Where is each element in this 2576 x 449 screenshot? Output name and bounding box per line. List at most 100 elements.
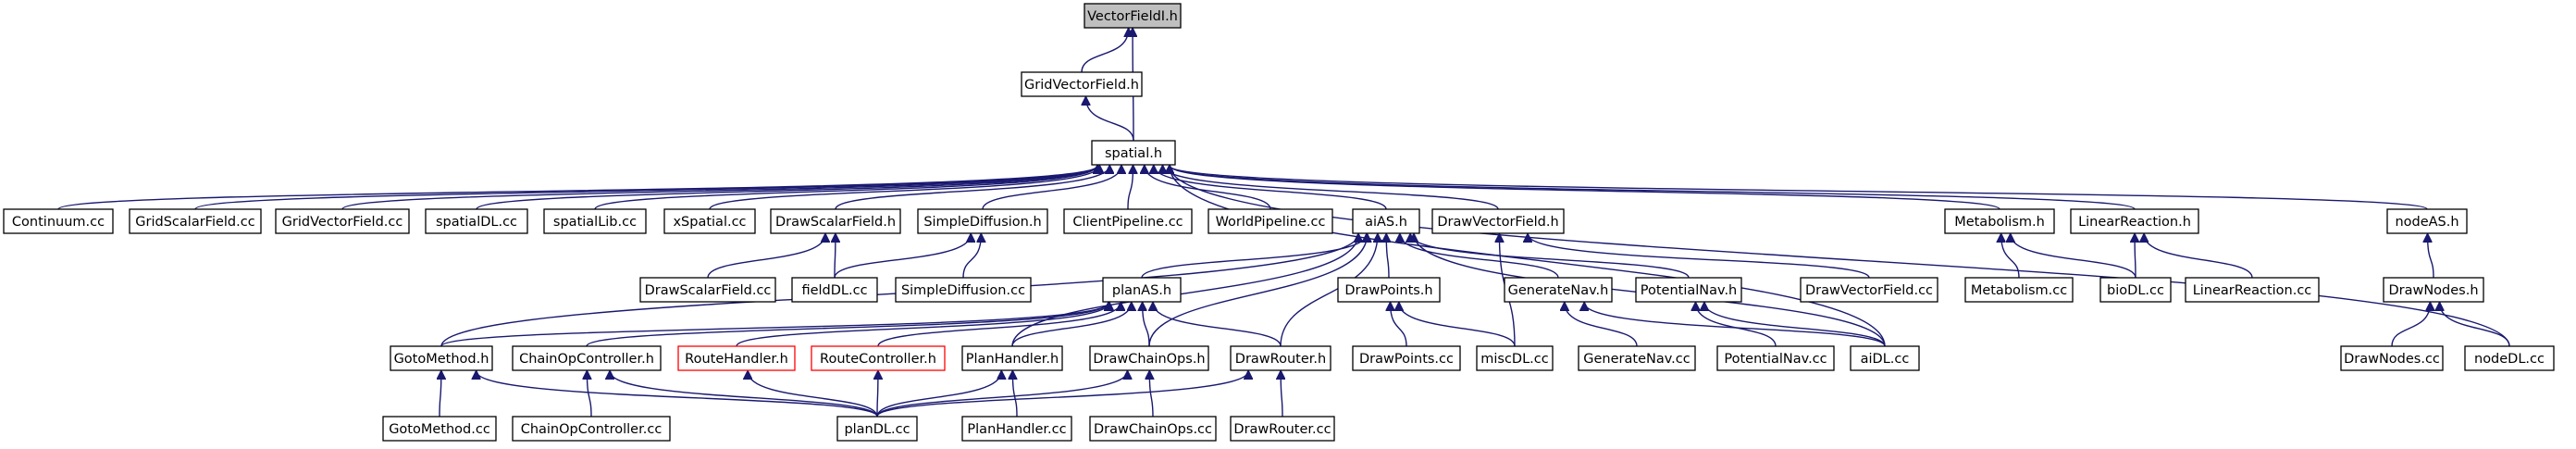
edge-plandl-cc-to-routehandler-h [748, 371, 878, 418]
node-plandl-cc[interactable]: planDL.cc [836, 416, 918, 442]
node-label: DrawChainOps.cc [1094, 422, 1212, 437]
node-label: aiDL.cc [1861, 352, 1910, 367]
node-spatiallib-cc[interactable]: spatialLib.cc [543, 208, 647, 234]
node-planhandler-cc[interactable]: PlanHandler.cc [961, 416, 1072, 442]
node-drawvectorfield-cc[interactable]: DrawVectorField.cc [1800, 277, 1938, 303]
edge-drawrouter-h-to-planas-h [1153, 303, 1282, 347]
node-label: Metabolism.h [1954, 215, 2045, 230]
node-box [2386, 208, 2468, 234]
edge-aias-h-to-spatial-h [1154, 166, 1387, 210]
node-simplediffusion-h[interactable]: SimpleDiffusion.h [917, 208, 1048, 234]
node-drawrouter-cc[interactable]: DrawRouter.cc [1230, 416, 1335, 442]
node-clientpipeline-cc[interactable]: ClientPipeline.cc [1063, 208, 1193, 234]
node-label: ChainOpController.h [519, 352, 654, 367]
node-box [2340, 345, 2444, 371]
node-box [1431, 208, 1565, 234]
node-box [543, 208, 647, 234]
node-box [275, 208, 410, 234]
node-box [425, 208, 528, 234]
node-drawnodes-cc[interactable]: DrawNodes.cc [2340, 345, 2444, 371]
node-label: DrawScalarField.h [775, 215, 896, 230]
node-generatenav-h[interactable]: GenerateNav.h [1504, 277, 1613, 303]
node-drawscalarfield-cc[interactable]: DrawScalarField.cc [639, 277, 776, 303]
edge-aidl-cc-to-spatial-h [1170, 166, 1886, 347]
node-routecontroller-h[interactable]: RouteController.h [811, 345, 946, 371]
node-drawnodes-h[interactable]: DrawNodes.h [2383, 277, 2484, 303]
node-box [2185, 277, 2320, 303]
node-metabolism-h[interactable]: Metabolism.h [1944, 208, 2055, 234]
node-nodeas-h[interactable]: nodeAS.h [2386, 208, 2468, 234]
node-chainopcontroller-h[interactable]: ChainOpController.h [512, 345, 662, 371]
edge-potentialnav-h-to-aias-h [1410, 234, 1690, 279]
edge-gridvectorfield-h-to-vectorfieldi-h [1081, 29, 1129, 73]
node-planhandler-h[interactable]: PlanHandler.h [961, 345, 1063, 371]
node-box [1063, 208, 1193, 234]
node-box [811, 345, 946, 371]
node-gridvectorfield-h[interactable]: GridVectorField.h [1021, 71, 1143, 97]
node-spatial-h[interactable]: spatial.h [1091, 140, 1176, 166]
node-label: xSpatial.cc [673, 215, 746, 230]
node-label: bioDL.cc [2107, 283, 2164, 298]
node-worldpipeline-cc[interactable]: WorldPipeline.cc [1208, 208, 1333, 234]
node-vectorfieldi-h[interactable]: VectorFieldI.h [1084, 3, 1182, 29]
node-miscdl-cc[interactable]: miscDL.cc [1476, 345, 1554, 371]
node-box [1084, 3, 1182, 29]
node-fielddl-cc[interactable]: fieldDL.cc [791, 277, 878, 303]
node-box [1504, 277, 1613, 303]
edge-plandl-cc-to-gotomethod-h [477, 371, 878, 418]
node-aias-h[interactable]: aiAS.h [1352, 208, 1420, 234]
node-potentialnav-cc[interactable]: PotentialNav.cc [1716, 345, 1835, 371]
node-label: GridVectorField.cc [282, 215, 403, 230]
node-box [791, 277, 878, 303]
node-xspatial-cc[interactable]: xSpatial.cc [663, 208, 756, 234]
node-linearreaction-cc[interactable]: LinearReaction.cc [2185, 277, 2320, 303]
edge-continuum-cc-to-spatial-h [57, 166, 1097, 210]
node-biodl-cc[interactable]: bioDL.cc [2099, 277, 2172, 303]
node-box [1089, 416, 1217, 442]
edge-nodedl-cc-to-drawnodes-h [2440, 303, 2510, 347]
node-box [961, 416, 1072, 442]
edge-gotomethod-cc-to-gotomethod-h [440, 371, 441, 418]
node-spatialdl-cc[interactable]: spatialDL.cc [425, 208, 528, 234]
node-drawvectorfield-h[interactable]: DrawVectorField.h [1431, 208, 1565, 234]
edge-biodl-cc-to-metabolism-h [2011, 234, 2136, 279]
node-gotomethod-cc[interactable]: GotoMethod.cc [382, 416, 497, 442]
node-label: GenerateNav.cc [1583, 352, 1690, 367]
node-drawpoints-cc[interactable]: DrawPoints.cc [1352, 345, 1461, 371]
node-label: VectorFieldI.h [1087, 9, 1178, 24]
node-linearreaction-h[interactable]: LinearReaction.h [2070, 208, 2199, 234]
edge-chainopcontroller-cc-to-chainopcontroller-h [587, 371, 592, 418]
node-nodedl-cc[interactable]: nodeDL.cc [2464, 345, 2555, 371]
node-chainopcontroller-cc[interactable]: ChainOpController.cc [512, 416, 671, 442]
node-label: DrawRouter.cc [1233, 422, 1331, 437]
node-aidl-cc[interactable]: aiDL.cc [1850, 345, 1920, 371]
edge-spatial-h-to-gridvectorfield-h [1085, 97, 1134, 142]
node-box [1635, 277, 1742, 303]
node-drawrouter-h[interactable]: DrawRouter.h [1230, 345, 1331, 371]
node-label: GridScalarField.cc [135, 215, 254, 230]
node-simplediffusion-cc[interactable]: SimpleDiffusion.cc [895, 277, 1032, 303]
node-label: GotoMethod.cc [389, 422, 490, 437]
node-box [1578, 345, 1696, 371]
node-drawscalarfield-h[interactable]: DrawScalarField.h [770, 208, 901, 234]
node-drawchainops-cc[interactable]: DrawChainOps.cc [1089, 416, 1217, 442]
node-drawchainops-h[interactable]: DrawChainOps.h [1089, 345, 1209, 371]
node-box [639, 277, 776, 303]
node-drawpoints-h[interactable]: DrawPoints.h [1337, 277, 1441, 303]
edge-fielddl-cc-to-simplediffusion-h [834, 234, 971, 279]
edge-generatenav-cc-to-generatenav-h [1565, 303, 1638, 347]
node-metabolism-cc[interactable]: Metabolism.cc [1964, 277, 2074, 303]
edge-routecontroller-h-to-planas-h [877, 303, 1121, 347]
node-potentialnav-h[interactable]: PotentialNav.h [1635, 277, 1742, 303]
node-box [1716, 345, 1835, 371]
node-gotomethod-h[interactable]: GotoMethod.h [390, 345, 493, 371]
node-continuum-cc[interactable]: Continuum.cc [3, 208, 114, 234]
node-label: planDL.cc [844, 422, 910, 437]
node-gridvectorfield-cc[interactable]: GridVectorField.cc [275, 208, 410, 234]
node-planas-h[interactable]: planAS.h [1102, 277, 1182, 303]
node-generatenav-cc[interactable]: GenerateNav.cc [1578, 345, 1696, 371]
node-label: RouteHandler.h [685, 352, 788, 367]
node-label: LinearReaction.cc [2193, 283, 2312, 298]
node-routehandler-h[interactable]: RouteHandler.h [677, 345, 796, 371]
node-gridscalarfield-cc[interactable]: GridScalarField.cc [129, 208, 262, 234]
